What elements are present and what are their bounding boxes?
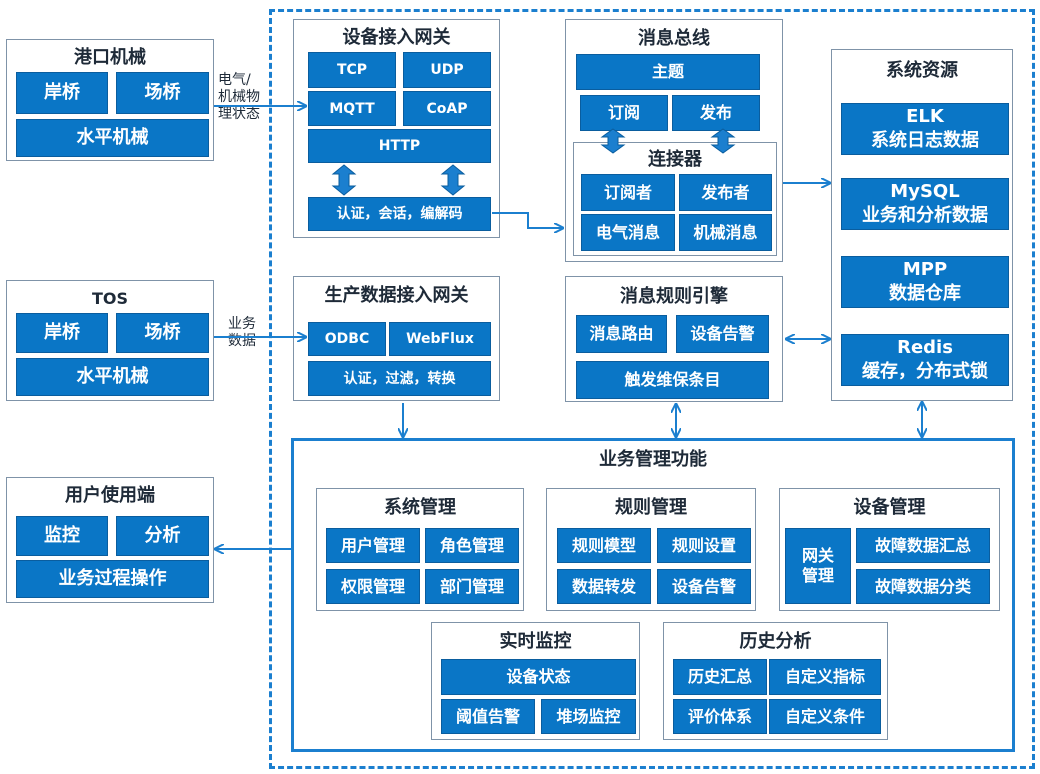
production-gateway-title: 生产数据接入网关	[324, 285, 469, 306]
fault-data-classify[interactable]: 故障数据分类	[856, 569, 990, 604]
device-mgmt-title: 设备管理	[853, 497, 926, 518]
protocol-coap[interactable]: CoAP	[403, 91, 491, 126]
realtime-device-status[interactable]: 设备状态	[441, 659, 636, 695]
gateway-double-arrows	[331, 164, 466, 196]
realtime-panel: 实时监控 设备状态 阈值告警 堆场监控	[431, 622, 640, 740]
message-bus-panel: 消息总线 主题 订阅 发布 连接器 订阅者 发布者 电气消息 机械消息	[565, 19, 783, 262]
protocol-tcp[interactable]: TCP	[308, 52, 396, 88]
rule-engine-panel: 消息规则引擎 消息路由 设备告警 触发维保条目	[565, 276, 783, 402]
connector-panel: 连接器 订阅者 发布者 电气消息 机械消息	[573, 142, 777, 256]
bus-subscribe[interactable]: 订阅	[580, 95, 668, 131]
mgmt-user[interactable]: 用户管理	[326, 528, 420, 563]
resource-elk[interactable]: ELK 系统日志数据	[841, 103, 1009, 155]
realtime-threshold-alarm[interactable]: 阈值告警	[441, 699, 535, 734]
system-resources-panel: 系统资源 ELK 系统日志数据 MySQL 业务和分析数据 MPP 数据仓库 R…	[831, 49, 1013, 401]
fault-data-summary[interactable]: 故障数据汇总	[856, 528, 990, 563]
mgmt-department[interactable]: 部门管理	[425, 569, 519, 604]
history-evaluation-system[interactable]: 评价体系	[673, 699, 767, 734]
resource-redis[interactable]: Redis 缓存，分布式锁	[841, 334, 1009, 386]
rule-mgmt-device-alarm[interactable]: 设备告警	[657, 569, 751, 604]
connector-title: 连接器	[648, 149, 702, 170]
connector-mechanical-message[interactable]: 机械消息	[679, 214, 772, 251]
electric-state-label: 电气/ 机械物 理状态	[218, 72, 260, 122]
user-analysis[interactable]: 分析	[116, 516, 209, 556]
business-title: 业务管理功能	[599, 449, 707, 470]
protocol-mqtt[interactable]: MQTT	[308, 91, 396, 126]
connector-publisher[interactable]: 发布者	[679, 174, 772, 211]
port-yard-crane[interactable]: 场桥	[116, 72, 209, 114]
tos-horizontal-machinery[interactable]: 水平机械	[16, 358, 209, 396]
rule-model[interactable]: 规则模型	[557, 528, 651, 563]
production-odbc[interactable]: ODBC	[308, 322, 386, 356]
rule-message-routing[interactable]: 消息路由	[576, 315, 667, 353]
rule-data-forward[interactable]: 数据转发	[557, 569, 651, 604]
system-mgmt-panel: 系统管理 用户管理 角色管理 权限管理 部门管理	[316, 488, 524, 611]
port-machinery-title: 港口机械	[74, 47, 146, 68]
rule-mgmt-title: 规则管理	[615, 497, 687, 518]
device-auth-session-codec[interactable]: 认证，会话，编解码	[308, 197, 491, 231]
tos-yard-crane[interactable]: 场桥	[116, 313, 209, 353]
production-auth-filter-convert[interactable]: 认证，过滤，转换	[308, 361, 491, 396]
mgmt-permission[interactable]: 权限管理	[326, 569, 420, 604]
bus-double-arrows	[600, 128, 736, 154]
platform-boundary	[269, 9, 1035, 769]
protocol-http[interactable]: HTTP	[308, 129, 491, 163]
arrow-gateway-to-bus	[492, 212, 562, 228]
resource-mysql[interactable]: MySQL 业务和分析数据	[841, 178, 1009, 230]
rule-engine-title: 消息规则引擎	[620, 286, 728, 307]
user-monitor[interactable]: 监控	[16, 516, 108, 556]
gateway-mgmt[interactable]: 网关 管理	[785, 528, 851, 604]
device-gateway-panel: 设备接入网关 TCP UDP MQTT CoAP HTTP 认证，会话，编解码	[293, 19, 500, 238]
history-panel: 历史分析 历史汇总 自定义指标 评价体系 自定义条件	[663, 622, 888, 740]
tos-quay-crane[interactable]: 岸桥	[16, 313, 108, 353]
port-machinery-panel: 港口机械 岸桥 场桥 水平机械	[6, 39, 214, 161]
protocol-udp[interactable]: UDP	[403, 52, 491, 88]
history-summary[interactable]: 历史汇总	[673, 659, 767, 695]
history-title: 历史分析	[739, 631, 812, 652]
user-client-panel: 用户使用端 监控 分析 业务过程操作	[6, 477, 214, 603]
bus-topic[interactable]: 主题	[576, 54, 760, 90]
device-mgmt-panel: 设备管理 网关 管理 故障数据汇总 故障数据分类	[779, 488, 1000, 611]
user-client-title: 用户使用端	[65, 485, 155, 506]
history-custom-condition[interactable]: 自定义条件	[769, 699, 881, 734]
production-webflux[interactable]: WebFlux	[389, 322, 491, 356]
bus-publish[interactable]: 发布	[672, 95, 760, 131]
connector-electric-message[interactable]: 电气消息	[581, 214, 675, 251]
device-gateway-title: 设备接入网关	[342, 27, 451, 48]
history-custom-metric[interactable]: 自定义指标	[769, 659, 881, 695]
system-resources-title: 系统资源	[886, 60, 958, 81]
tos-title: TOS	[91, 289, 129, 308]
realtime-yard-monitor[interactable]: 堆场监控	[541, 699, 636, 734]
port-horizontal-machinery[interactable]: 水平机械	[16, 119, 209, 157]
resource-mpp[interactable]: MPP 数据仓库	[841, 256, 1009, 308]
system-mgmt-title: 系统管理	[384, 497, 456, 518]
connector-subscriber[interactable]: 订阅者	[581, 174, 675, 211]
mgmt-role[interactable]: 角色管理	[425, 528, 519, 563]
production-gateway-panel: 生产数据接入网关 ODBC WebFlux 认证，过滤，转换	[293, 276, 500, 401]
realtime-title: 实时监控	[499, 631, 572, 652]
rule-device-alarm[interactable]: 设备告警	[676, 315, 769, 353]
message-bus-title: 消息总线	[638, 28, 710, 49]
port-quay-crane[interactable]: 岸桥	[16, 72, 108, 114]
user-business-operation[interactable]: 业务过程操作	[16, 560, 209, 598]
rule-settings[interactable]: 规则设置	[657, 528, 751, 563]
tos-panel: TOS 岸桥 场桥 水平机械	[6, 280, 214, 401]
rule-trigger-maintenance[interactable]: 触发维保条目	[576, 361, 769, 399]
rule-mgmt-panel: 规则管理 规则模型 规则设置 数据转发 设备告警	[546, 488, 756, 611]
